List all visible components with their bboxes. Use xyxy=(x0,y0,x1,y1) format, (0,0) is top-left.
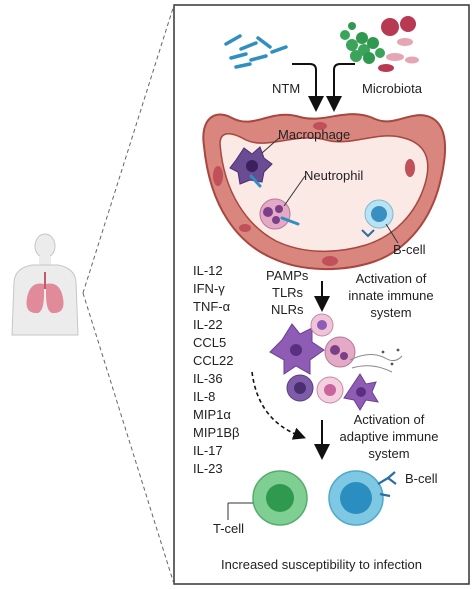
neutrophil-label: Neutrophil xyxy=(304,168,364,183)
cytokine-label: TNF-α xyxy=(193,299,231,314)
tlrs-label: TLRs xyxy=(272,285,304,300)
cytokine-label: CCL5 xyxy=(193,335,227,350)
b-cell-label-bottom: B-cell xyxy=(405,471,438,486)
innate-line1: Activation of xyxy=(355,271,427,286)
adaptive-line1: Activation of xyxy=(353,412,425,427)
innate-line3: system xyxy=(370,305,412,320)
cytokine-label: MIP1Bβ xyxy=(193,425,240,440)
innate-line2: innate immune xyxy=(348,288,434,303)
pamps-label: PAMPs xyxy=(266,268,309,283)
macrophage-icon xyxy=(229,137,280,188)
human-body-icon xyxy=(11,233,79,336)
footer-label: Increased susceptibility to infection xyxy=(221,557,422,572)
cytokine-label: IL-23 xyxy=(193,461,223,476)
cytokine-label: IL-12 xyxy=(193,263,223,278)
b-cell-label-top: B-cell xyxy=(393,242,426,257)
b-cell-antibody-icon xyxy=(328,470,397,526)
innate-immune-cells-icon xyxy=(269,313,403,411)
macrophage-label: Macrophage xyxy=(278,127,351,142)
ntm-label: NTM xyxy=(272,81,301,96)
microbiota-icon xyxy=(340,16,419,72)
cytokine-label: MIP1α xyxy=(193,407,231,422)
cytokine-label: CCL22 xyxy=(193,353,234,368)
ntm-arrow xyxy=(292,63,324,112)
cytokine-label: IL-17 xyxy=(193,443,223,458)
adaptive-line3: system xyxy=(368,446,410,461)
microbiota-arrow xyxy=(326,63,355,112)
lungs-icon xyxy=(26,272,64,314)
b-cell-icon xyxy=(361,199,399,244)
adaptive-line2: adaptive immune xyxy=(339,429,439,444)
cytokine-dashed-arrow xyxy=(251,371,306,440)
nlrs-label: NLRs xyxy=(271,302,304,317)
t-cell-icon xyxy=(227,470,308,526)
microbiota-label: Microbiota xyxy=(362,81,422,96)
zoom-guide-bottom xyxy=(82,292,175,585)
cytokine-label: IFN-γ xyxy=(193,281,225,296)
ntm-bacteria-icon xyxy=(224,34,288,69)
neutrophil-icon xyxy=(259,175,306,230)
cytokine-label: IL-8 xyxy=(193,389,216,404)
cytokine-label: IL-22 xyxy=(193,317,223,332)
cytokine-label: IL-36 xyxy=(193,371,223,386)
zoom-guide-top xyxy=(82,4,175,294)
t-cell-label: T-cell xyxy=(213,521,245,536)
